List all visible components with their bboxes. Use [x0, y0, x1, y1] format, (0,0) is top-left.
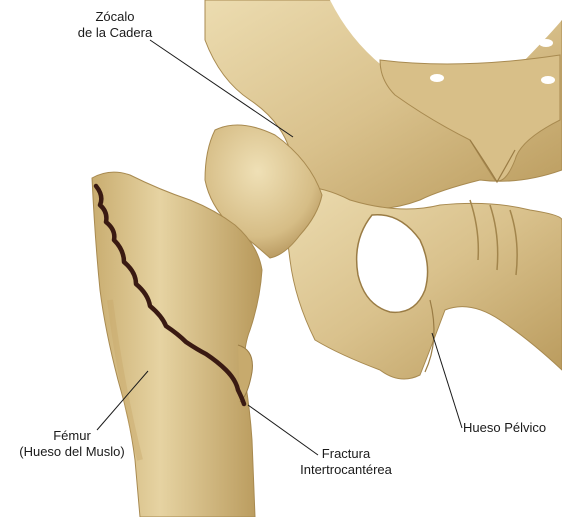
- leader-line-pelvic-bone: [432, 333, 462, 428]
- label-pelvic-bone: Hueso Pélvico: [463, 420, 546, 436]
- label-femur: Fémur (Hueso del Muslo): [2, 428, 142, 460]
- label-fracture: Fractura Intertrocantérea: [276, 446, 416, 478]
- label-hip-socket: Zócalo de la Cadera: [60, 9, 170, 41]
